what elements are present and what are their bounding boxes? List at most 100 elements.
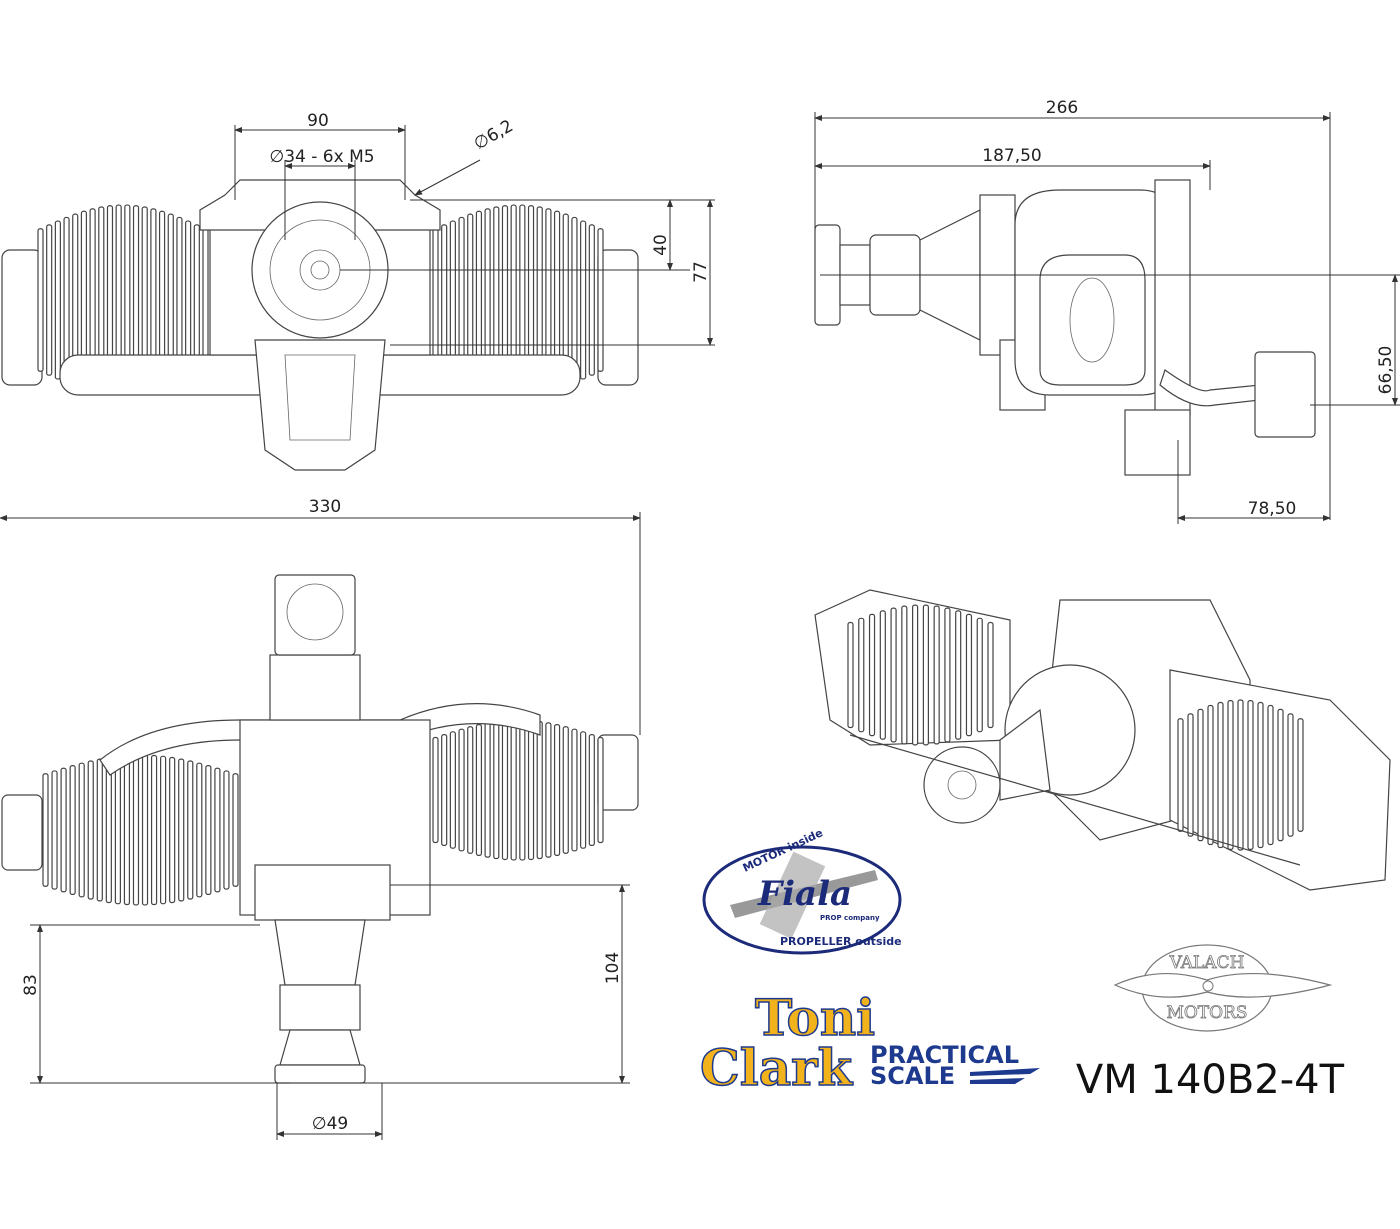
front-view: 90 ∅34 - 6x M5 ∅6,2 40 77 — [1, 111, 715, 471]
cooling-fin — [150, 754, 158, 906]
svg-text:PRACTICAL: PRACTICAL — [870, 1041, 1019, 1069]
cooling-fin — [484, 722, 491, 858]
cooling-fin — [597, 736, 604, 844]
cooling-fin — [965, 613, 973, 737]
cooling-fin — [96, 758, 103, 902]
cooling-fin — [493, 720, 500, 860]
cooling-fin — [458, 728, 465, 852]
cooling-fin — [1247, 700, 1254, 850]
cooling-fin — [536, 720, 543, 860]
cooling-fin — [114, 755, 121, 905]
cooling-fin — [519, 719, 526, 861]
cooling-fin — [475, 724, 483, 856]
svg-text:SCALE: SCALE — [870, 1062, 955, 1090]
cooling-fin — [467, 726, 474, 854]
cooling-fin — [187, 760, 194, 900]
cooling-fin — [858, 617, 865, 733]
cooling-fin — [562, 726, 569, 854]
cooling-fin — [196, 762, 203, 898]
cooling-fin — [868, 613, 876, 737]
cooling-fin — [123, 754, 131, 906]
cooling-fin — [441, 734, 448, 846]
cooling-fin — [60, 767, 67, 893]
isometric-view — [814, 589, 1391, 891]
dim-depth-a: 83 — [21, 974, 41, 996]
svg-text:Fiala: Fiala — [757, 874, 852, 914]
fiala-logo: Fiala MOTOR inside PROP company PROPELLE… — [702, 826, 902, 955]
top-view: 330 83 104 ∅49 — [0, 497, 641, 1140]
cooling-fin — [141, 754, 149, 906]
cooling-fin — [553, 724, 561, 856]
cooling-fin — [545, 722, 552, 858]
cooling-fin — [37, 228, 44, 372]
cooling-fin — [1267, 704, 1274, 846]
dim-length-partial: 187,50 — [982, 146, 1041, 166]
cooling-fin — [132, 754, 140, 906]
dim-width: 90 — [307, 111, 329, 131]
cooling-fin — [912, 604, 919, 746]
cooling-fin — [1287, 713, 1294, 837]
cooling-fin — [1187, 713, 1194, 837]
cooling-fin — [955, 610, 962, 740]
cooling-fin — [847, 621, 854, 729]
cooling-fin — [87, 760, 94, 900]
cooling-fin — [1177, 718, 1184, 832]
cooling-fin — [580, 220, 587, 380]
cooling-fin — [214, 767, 221, 893]
dim-height-a: 40 — [651, 234, 671, 256]
cooling-fin — [232, 773, 239, 887]
svg-text:Toni: Toni — [755, 988, 875, 1047]
cooling-fin — [202, 228, 209, 372]
cooling-fin — [1237, 699, 1244, 851]
svg-text:Clark: Clark — [700, 1038, 854, 1097]
cooling-fin — [580, 731, 587, 849]
cooling-fin — [46, 224, 53, 376]
cooling-fin — [1297, 718, 1304, 832]
cooling-fin — [178, 758, 185, 902]
cooling-fin — [510, 719, 517, 861]
cooling-fin — [193, 224, 200, 376]
cooling-fin — [1257, 701, 1264, 849]
cooling-fin — [976, 617, 983, 733]
cooling-fin — [588, 224, 595, 376]
cooling-fin — [449, 731, 456, 849]
dim-hub: ∅49 — [312, 1114, 348, 1134]
cooling-fin — [944, 607, 951, 743]
cooling-fin — [223, 770, 230, 890]
cooling-fin — [78, 762, 85, 898]
cooling-fin — [922, 604, 929, 746]
dim-length-total: 266 — [1046, 98, 1078, 118]
model-title: VM 140B2-4T — [1076, 1057, 1345, 1103]
cooling-fin — [1217, 701, 1224, 849]
dim-carb-offset: 78,50 — [1248, 499, 1297, 519]
cooling-fin — [901, 605, 908, 745]
cooling-fin — [1227, 700, 1234, 850]
valach-motors-logo: VALACH MOTORS — [1113, 944, 1333, 1032]
cooling-fin — [205, 765, 212, 895]
cooling-fin — [432, 736, 439, 844]
cooling-fin — [588, 734, 595, 846]
cooling-fin — [160, 755, 167, 905]
svg-text:VALACH: VALACH — [1169, 953, 1245, 973]
svg-text:PROP company: PROP company — [820, 914, 880, 922]
cooling-fin — [879, 610, 886, 740]
cooling-fin — [527, 719, 535, 861]
dim-height-b: 77 — [691, 261, 711, 283]
cooling-fin — [441, 224, 448, 376]
cooling-fin — [42, 773, 49, 887]
cooling-fin — [890, 607, 897, 743]
cooling-fin — [501, 719, 509, 861]
cooling-fin — [432, 228, 439, 372]
cylinder-fins-bottom-left — [42, 754, 239, 906]
cooling-fin — [54, 220, 61, 380]
dim-bolt-circle: ∅34 - 6x M5 — [269, 147, 374, 167]
dim-height: 66,50 — [1376, 346, 1396, 395]
svg-text:PROPELLER outside: PROPELLER outside — [780, 935, 902, 948]
cooling-fin — [105, 756, 112, 904]
cooling-fin — [169, 756, 176, 904]
cooling-fin — [987, 621, 994, 729]
cooling-fin — [933, 605, 940, 745]
toni-clark-practical-scale-logo: Toni Clark PRACTICAL SCALE — [699, 987, 1040, 1098]
dim-hole: ∅6,2 — [471, 116, 517, 154]
